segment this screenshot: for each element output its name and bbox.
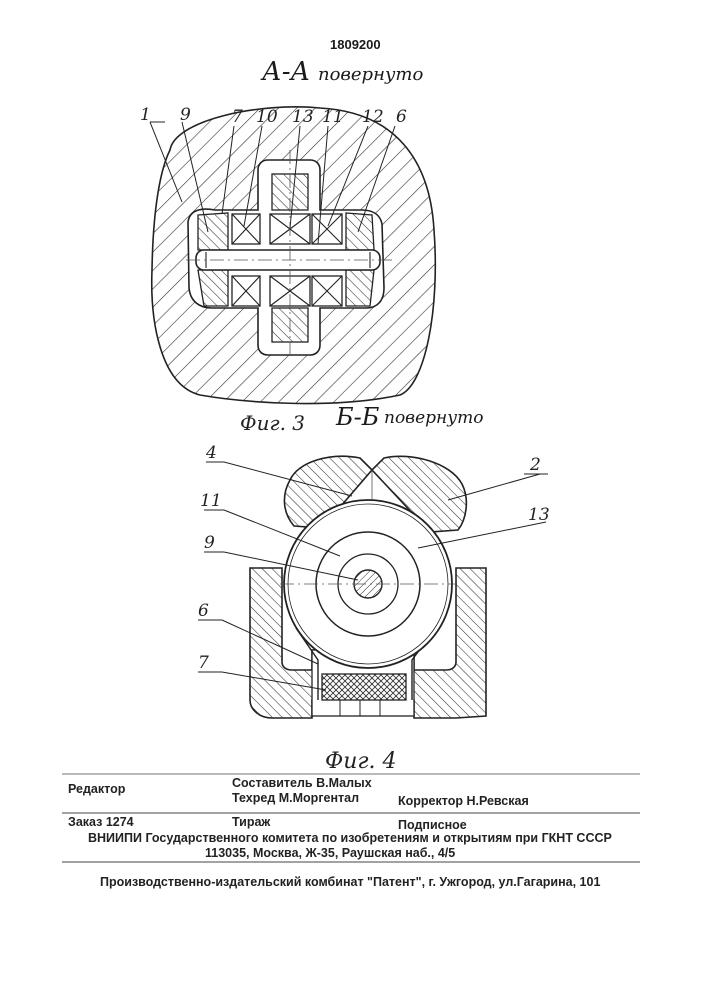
fig4-label-9: 9 [204,533,215,553]
fig4-caption: Фиг. 4 [325,749,397,774]
imprint-subscription: Подписное [398,818,467,832]
imprint-circulation: Тираж [232,815,270,829]
fig3-label-1: 1 [140,105,151,125]
fig4-label-6: 6 [198,601,209,621]
fig3-caption: Фиг. 3 [240,411,305,435]
imprint-address: 113035, Москва, Ж-35, Раушская наб., 4/5 [205,846,455,860]
fig4-label-13: 13 [528,505,550,525]
imprint-order: Заказ 1274 [68,815,134,829]
fig3-label-9: 9 [180,105,191,125]
fig4-label-11: 11 [200,491,222,511]
fig3-drawing: 1 9 7 10 13 11 12 6 Фиг. 3 [140,105,435,435]
imprint-publisher: Производственно-издательский комбинат "П… [100,875,600,889]
imprint-institution: ВНИИПИ Государственного комитета по изоб… [88,831,612,845]
imprint-compiler: Составитель В.Малых [232,776,372,790]
fig3-label-10: 10 [256,107,278,127]
fig3-label-12: 12 [362,107,384,127]
fig4-section-note: повернуто [384,408,483,428]
fig4-label-7: 7 [198,653,209,673]
fig3-label-13: 13 [292,107,314,127]
imprint-editor: Редактор [68,782,125,796]
fig4-label-2: 2 [529,455,541,475]
fig4-section-title: Б-Б [336,403,379,431]
fig3-label-6: 6 [396,107,407,127]
fig4-label-4: 4 [205,443,217,463]
fig4-drawing: 4 2 11 13 9 6 7 Фиг. 4 [198,443,550,774]
fig3-label-7: 7 [232,107,243,127]
fig3-label-11: 11 [322,107,344,127]
imprint-corrector: Корректор Н.Ревская [398,794,529,808]
imprint-techred: Техред М.Моргентал [232,791,359,805]
